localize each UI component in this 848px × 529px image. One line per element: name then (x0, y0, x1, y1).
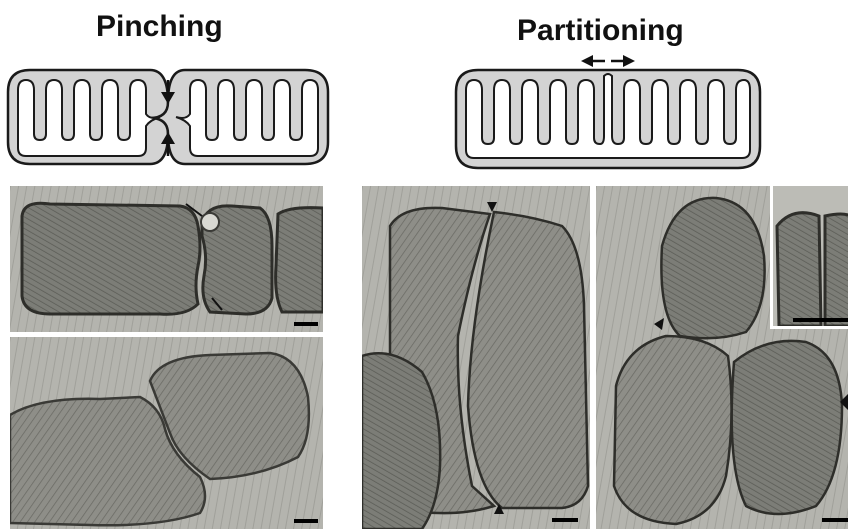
micrograph-pinching-bottom (10, 337, 323, 529)
micrograph-pinching-top (10, 186, 323, 332)
partitioning-schematic (448, 50, 778, 175)
pinching-title: Pinching (96, 10, 223, 44)
partition-arrow-right-icon (611, 55, 635, 67)
micrograph-partitioning-left (362, 186, 590, 529)
partitioning-inner-membrane (466, 74, 750, 158)
scale-bar (552, 518, 578, 522)
pinching-schematic (0, 60, 340, 170)
scale-bar (294, 519, 318, 523)
scale-bar (793, 318, 848, 322)
scale-bar (294, 322, 318, 326)
partition-arrow-left-icon (581, 55, 605, 67)
micrograph-partitioning-right (596, 186, 848, 529)
scale-bar (822, 518, 848, 522)
partitioning-title: Partitioning (517, 14, 684, 48)
micrograph-inset (770, 186, 848, 329)
